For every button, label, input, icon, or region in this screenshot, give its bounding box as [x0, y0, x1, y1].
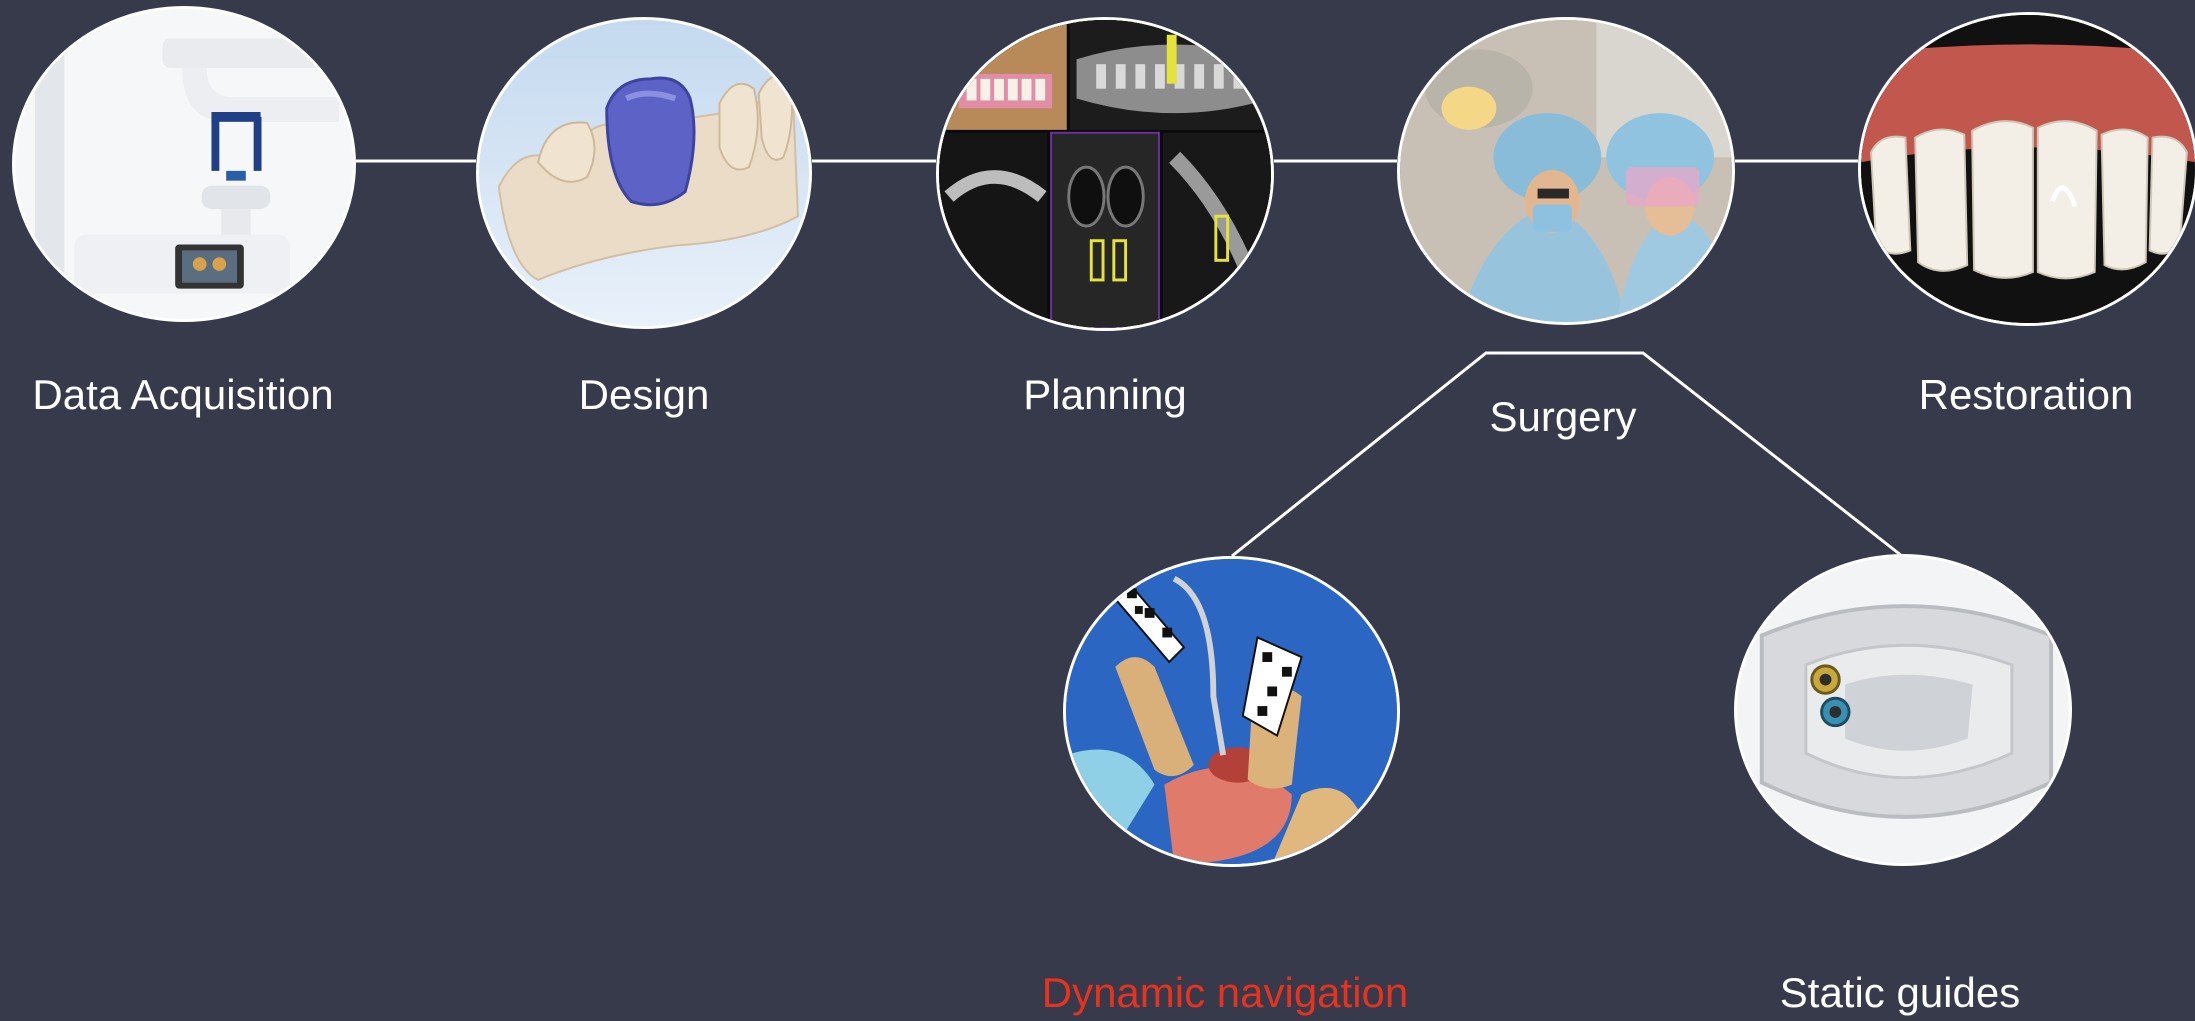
label-restoration: Restoration [1918, 371, 2134, 418]
design-node [476, 17, 812, 329]
label-surgery: Surgery [1489, 393, 1637, 440]
dynamic-navigation-node [1063, 556, 1400, 867]
static-guides-node [1734, 554, 2072, 866]
restoration-node [1858, 12, 2195, 326]
surgery-node [1397, 17, 1735, 325]
data-acquisition-node [12, 6, 356, 322]
label-design: Design [578, 371, 710, 418]
restored-teeth-icon [1861, 15, 2195, 323]
implant-planning-icon [939, 20, 1271, 328]
label-static-guides: Static guides [1779, 969, 2021, 1016]
crown-design-icon [479, 20, 809, 326]
label-data-acquisition: Data Acquisition [32, 371, 334, 418]
label-dynamic-navigation: Dynamic navigation [1041, 969, 1409, 1016]
planning-node [936, 17, 1274, 331]
surgery-icon [1400, 20, 1732, 322]
surgical-guide-icon [1737, 557, 2069, 863]
connector-surgery-branches [1231, 351, 1903, 558]
label-planning: Planning [1023, 371, 1187, 418]
cbct-scanner-icon [15, 9, 353, 319]
dynamic-navigation-icon [1066, 559, 1397, 864]
